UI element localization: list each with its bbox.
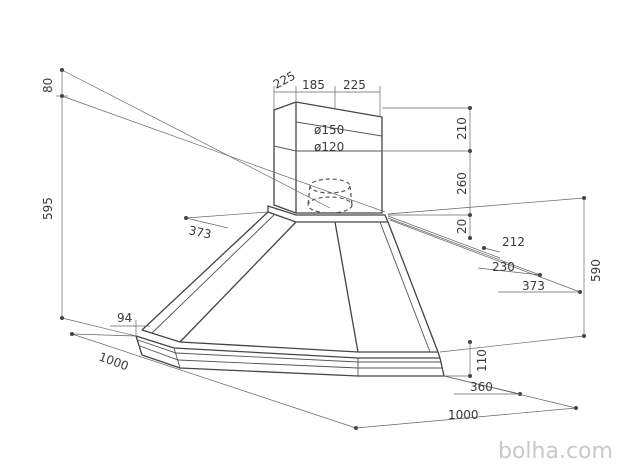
label-phi150: ø150 <box>314 123 344 137</box>
node <box>468 149 472 153</box>
label-1000-left: 1000 <box>97 350 130 374</box>
label-1000-bottom: 1000 <box>448 408 479 422</box>
dim-line-230 <box>477 267 541 276</box>
node <box>184 216 188 220</box>
label-20: 20 <box>455 219 469 234</box>
dim-line-373-left <box>185 217 229 229</box>
label-185: 185 <box>302 78 325 92</box>
label-590: 590 <box>589 259 603 282</box>
dimension-labels: 80 595 225 185 225 ø150 ø120 210 260 20 … <box>41 69 603 422</box>
label-225-left: 225 <box>271 69 298 92</box>
node <box>574 406 578 410</box>
trim-left-end <box>135 335 143 356</box>
node <box>582 334 586 338</box>
dim-line-1000-left <box>71 333 357 429</box>
node <box>60 316 64 320</box>
dim-line-1000-bottom <box>355 407 577 429</box>
canopy-front-right-edge <box>334 221 359 353</box>
node <box>582 196 586 200</box>
hood-body <box>135 101 445 377</box>
canopy-left-edge <box>141 211 269 331</box>
trim-right-cap <box>437 351 441 359</box>
node <box>468 374 472 378</box>
chimney-joint-line <box>273 145 382 152</box>
label-373-right: 373 <box>522 279 545 293</box>
label-80: 80 <box>41 78 55 93</box>
ext-373-left <box>185 211 269 219</box>
node <box>578 290 582 294</box>
canopy-left-inner <box>151 213 276 334</box>
ext-373-right <box>389 219 581 293</box>
node <box>482 246 486 250</box>
canopy-right-inner <box>379 221 431 353</box>
trim-groove-2 <box>139 345 442 369</box>
chimney-outline <box>273 101 383 214</box>
hood-collar <box>267 205 389 223</box>
trim-top-edge <box>141 329 438 353</box>
node <box>468 340 472 344</box>
label-225-right: 225 <box>343 78 366 92</box>
ext-line-top-diagonal <box>61 69 331 209</box>
duct-left-side <box>307 185 311 206</box>
trim-upper-edge <box>135 335 440 359</box>
trim-groove-1 <box>137 339 441 363</box>
node <box>538 273 542 277</box>
dimension-lines <box>56 68 586 430</box>
label-373-left: 373 <box>187 223 212 241</box>
watermark: bolha.com <box>498 439 613 464</box>
node <box>60 94 64 98</box>
node <box>70 332 74 336</box>
ext-230 <box>387 217 541 276</box>
label-230: 230 <box>492 260 515 274</box>
label-260: 260 <box>455 172 469 195</box>
ext-1000-left-start <box>71 333 137 337</box>
node <box>468 213 472 217</box>
node <box>468 236 472 240</box>
trim-corner-left <box>173 347 181 369</box>
ext-212 <box>387 215 501 259</box>
chimney-inner-edge <box>295 121 383 137</box>
duct-bottom-ellipse <box>307 196 353 214</box>
trim-right-end <box>439 357 445 377</box>
ext-590-top <box>387 197 585 215</box>
ext-1000-bottom <box>443 375 577 409</box>
label-595: 595 <box>41 197 55 220</box>
dim-line-212 <box>483 247 501 253</box>
node <box>60 68 64 72</box>
label-110: 110 <box>475 349 489 372</box>
canopy-front-left-edge <box>179 221 297 343</box>
label-212: 212 <box>502 235 525 249</box>
duct-right-side <box>349 185 353 206</box>
node <box>468 106 472 110</box>
label-94: 94 <box>117 311 132 325</box>
duct-top-ellipse <box>309 178 351 194</box>
canopy-right-edge <box>387 221 439 353</box>
label-210: 210 <box>455 117 469 140</box>
label-360: 360 <box>470 380 493 394</box>
ext-590-bottom <box>439 335 585 353</box>
ext-line-left-bottom <box>61 317 137 337</box>
ext-line-top-diagonal-2 <box>61 95 386 213</box>
label-phi120: ø120 <box>314 140 344 154</box>
trim-bottom-edge <box>141 354 444 377</box>
